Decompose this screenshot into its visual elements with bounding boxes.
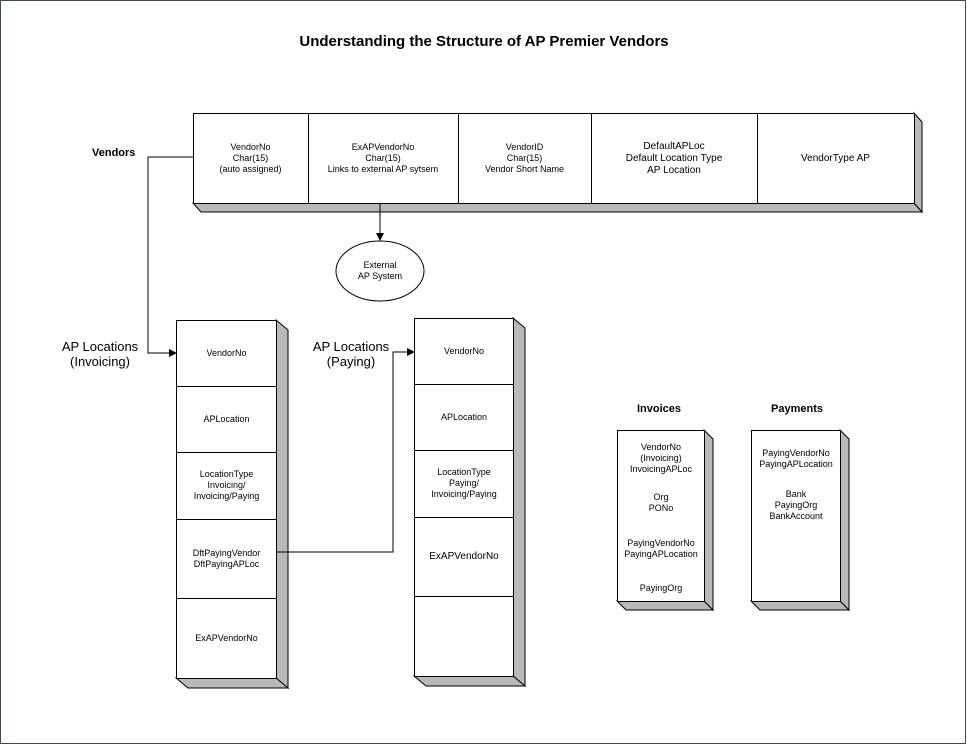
invoicing-row-exapvendorno: ExAPVendorNo (195, 633, 258, 643)
paying-row-exapvendorno: ExAPVendorNo (414, 517, 514, 597)
vendors-table (193, 113, 915, 204)
payments-label: Payments (771, 403, 823, 415)
ap-locations-invoicing-label: AP Locations (Invoicing) (61, 339, 139, 369)
invoicing-row-vendorno: VendorNo (176, 320, 277, 387)
invoices-box (617, 430, 705, 602)
invoices-group-vendorno: VendorNo(Invoicing)InvoicingAPLoc (629, 441, 693, 474)
vendors-label: Vendors (92, 147, 136, 159)
invoices-label: Invoices (637, 403, 682, 415)
invoicing-row-aplocation: APLocation (176, 386, 277, 453)
invoices-group-payingorg: PayingOrg (639, 582, 683, 593)
paying-row-aplocation: APLocation (414, 384, 514, 451)
ap-locations-paying-table (414, 318, 514, 677)
diagram-title: Understanding the Structure of AP Premie… (299, 33, 669, 50)
ap-locations-invoicing-table (176, 320, 277, 679)
paying-row-empty (414, 596, 514, 677)
paying-row-vendorno: VendorNo (414, 318, 514, 385)
vendors-col-vendortype: VendorType AP (801, 153, 870, 164)
ap-locations-paying-label: AP Locations (Paying) (312, 339, 390, 369)
payments-box (751, 430, 841, 602)
